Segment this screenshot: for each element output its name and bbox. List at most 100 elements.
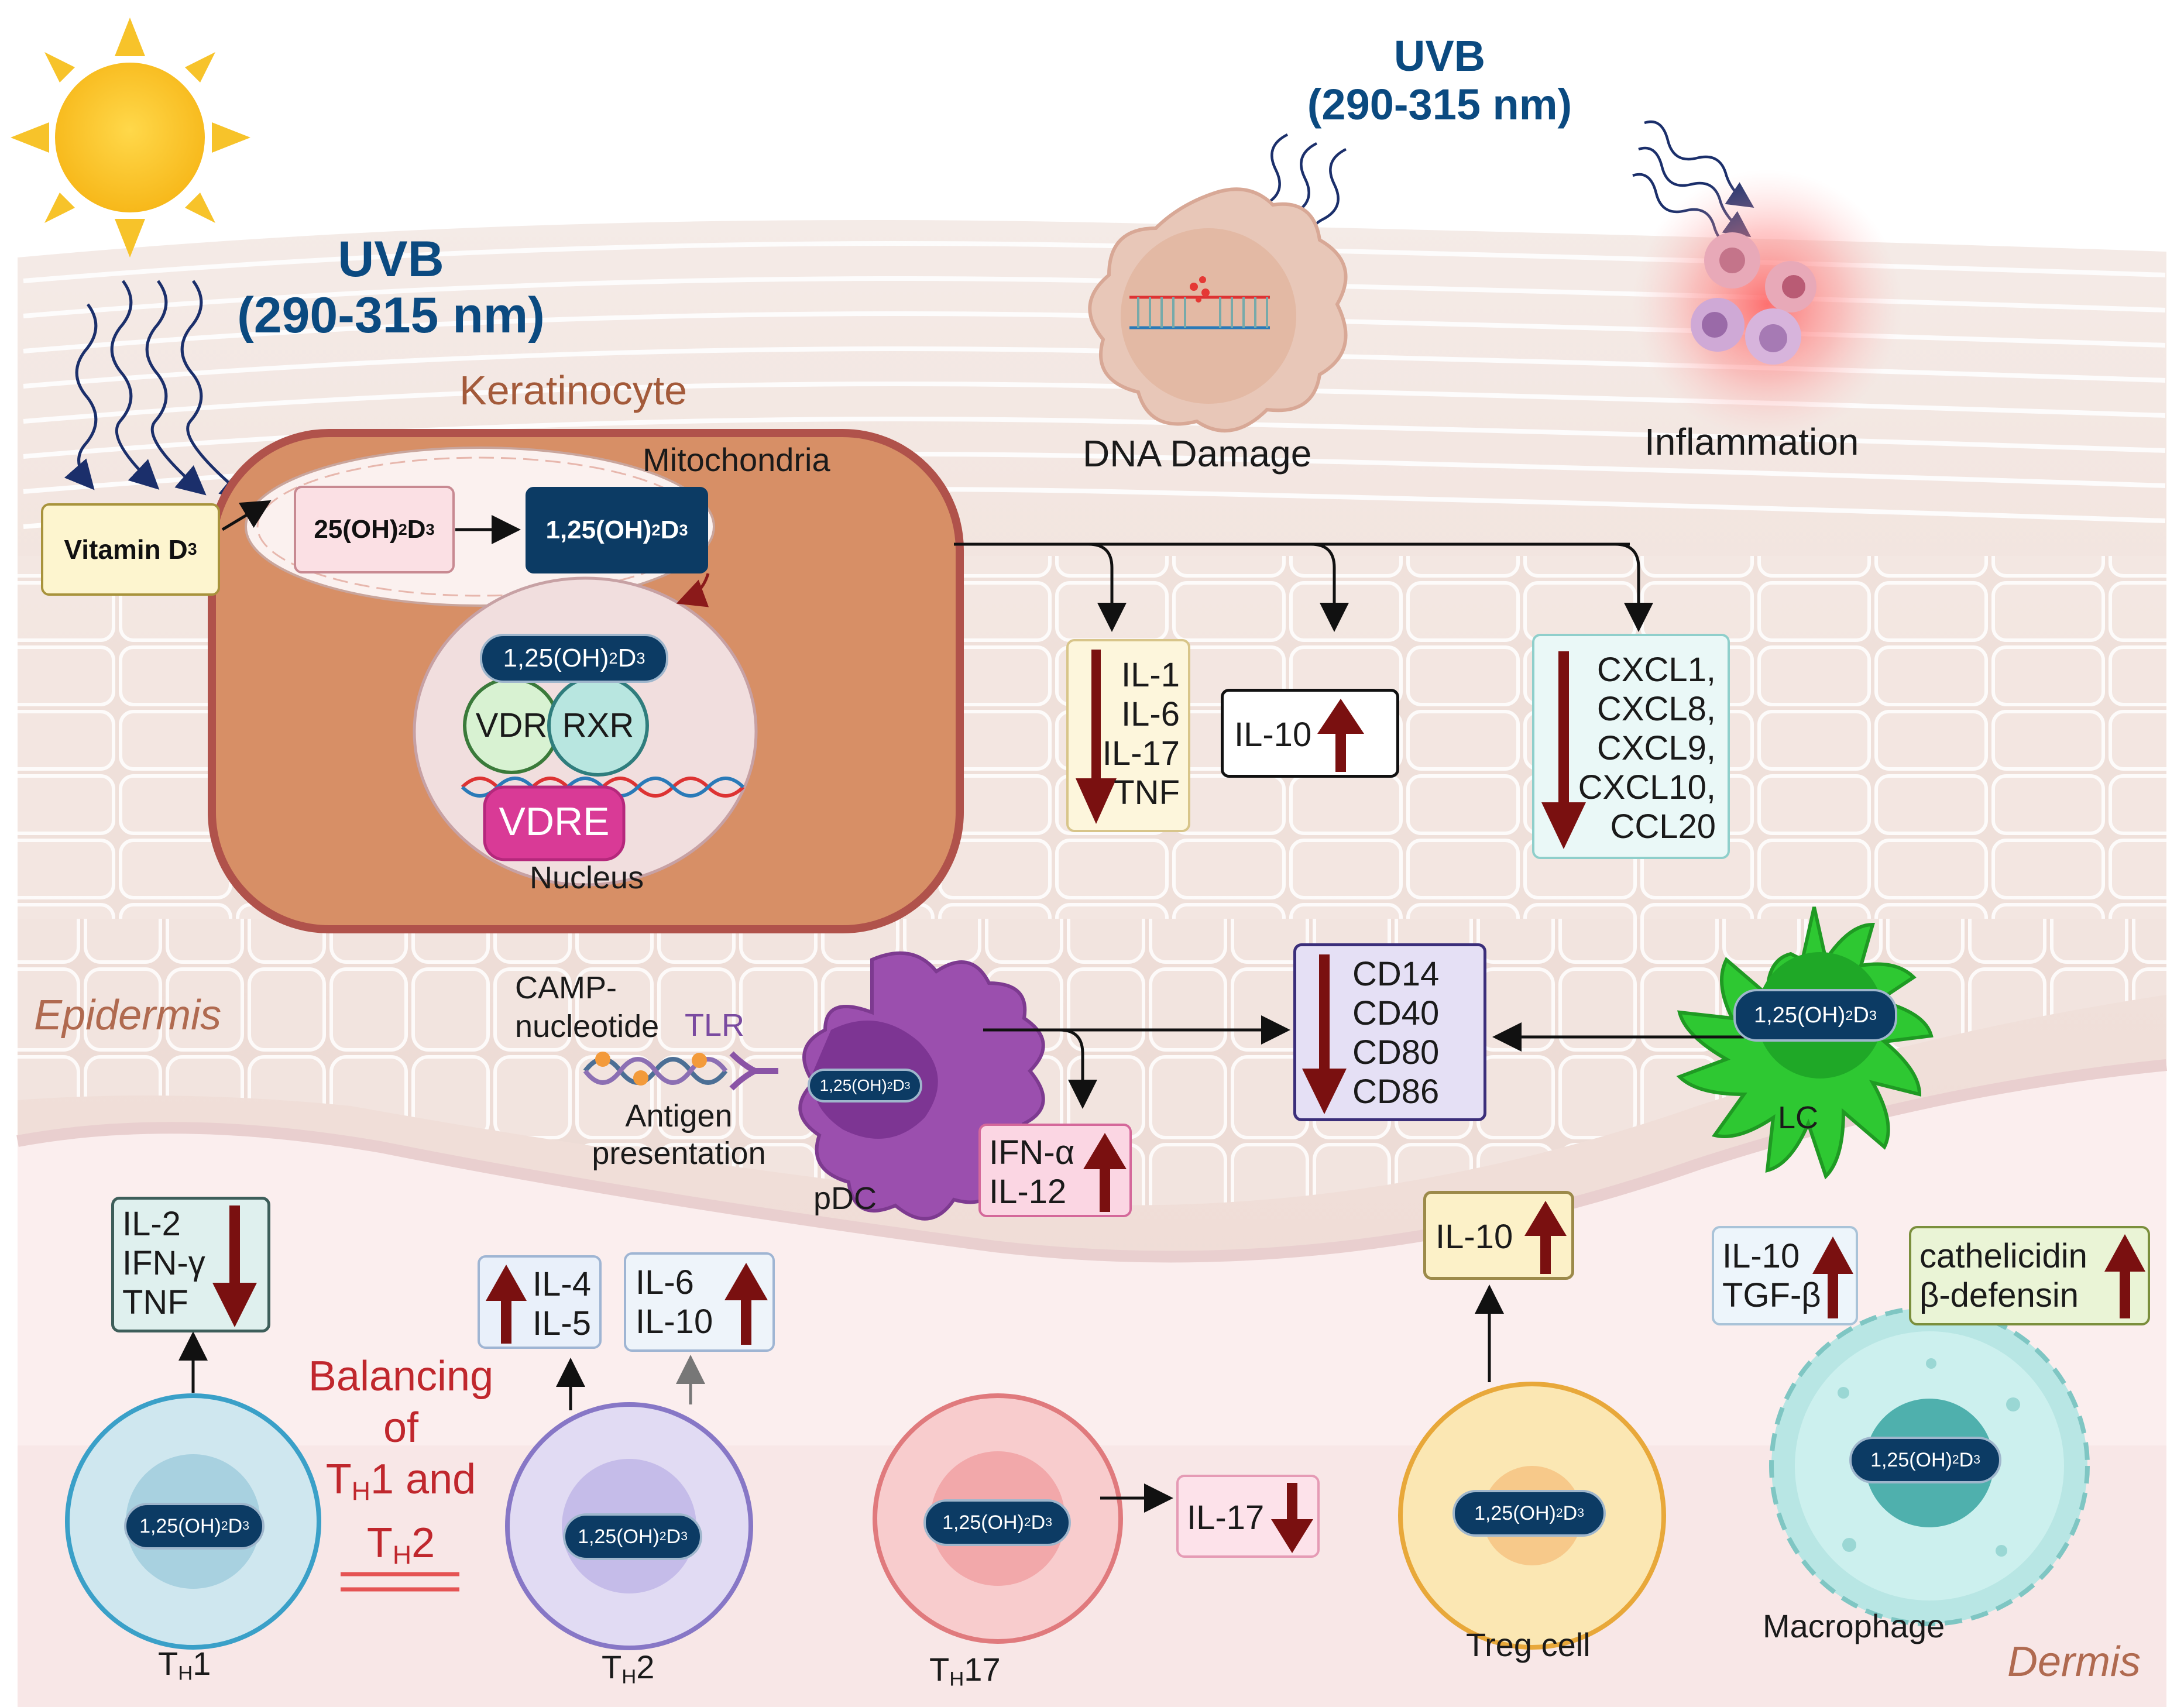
pill-sub1: 2 <box>1555 1506 1563 1520</box>
il10-up-box: IL-10 <box>1221 689 1399 778</box>
down-arrow-icon <box>1271 1483 1313 1553</box>
balancing-label: Balancing of TH1 and TH2 <box>293 1351 509 1581</box>
pill-text2: D <box>617 644 637 672</box>
ifn-gamma-text: IFN-γ <box>122 1244 205 1282</box>
pill-text2: D <box>1563 1502 1578 1524</box>
lc-label: LC <box>1778 1100 1819 1135</box>
tgf-beta-text: TGF-β <box>1722 1276 1821 1314</box>
ifn-up-box: IFN-α IL-12 <box>978 1124 1132 1217</box>
dna-damage-label: DNA Damage <box>1083 432 1312 475</box>
pill-text: 1,25(OH) <box>503 644 609 672</box>
up-arrow-icon <box>1524 1201 1567 1274</box>
nucleus-label: Nucleus <box>530 860 644 895</box>
chemokine-list: CXCL1, CXCL8, CXCL9, CXCL10, CCL20 <box>1578 650 1716 846</box>
balancing-line-1: Balancing <box>308 1353 494 1400</box>
calcitriol-text: 1,25(OH) <box>545 516 652 544</box>
cathelicidin-text: cathelicidin <box>1919 1237 2087 1275</box>
il4-text: IL-4 <box>533 1265 591 1303</box>
pill-sub2: 3 <box>1045 1516 1052 1529</box>
inflammation-cells <box>1633 170 1902 439</box>
balancing-line-4: TH2 <box>293 1517 509 1581</box>
cd40-text: CD40 <box>1352 994 1440 1032</box>
antigen-presentation-label: Antigen presentation <box>579 1097 778 1172</box>
ifn-alpha-text: IFN-α <box>989 1134 1075 1172</box>
cd86-text: CD86 <box>1352 1073 1440 1111</box>
camp-label: CAMP- nucleotide <box>515 968 659 1046</box>
th2-cytokine-list-b: IL-6 IL-10 <box>636 1263 713 1341</box>
balancing-th2: 2 <box>411 1520 435 1567</box>
calcitriol-sub2: 3 <box>679 521 688 539</box>
antigen-text-2: presentation <box>592 1136 766 1171</box>
pill-sub2: 3 <box>1973 1453 1980 1466</box>
up-arrow-icon <box>1083 1133 1127 1212</box>
balancing-h: H <box>351 1477 371 1506</box>
pill-text2: D <box>228 1514 243 1537</box>
balancing-line-3: TH1 and <box>293 1454 509 1517</box>
uvb-title: UVB <box>338 231 444 287</box>
calcifediol-text2: D <box>407 515 426 544</box>
pill-text: 1,25(OH) <box>942 1511 1024 1534</box>
pill-text2: D <box>666 1525 681 1548</box>
vdre-label: VDRE <box>499 799 610 844</box>
mac-cytokine-box-a: IL-10 TGF-β <box>1712 1226 1858 1325</box>
th1-num: 1 <box>193 1645 211 1682</box>
down-arrow-icon <box>1541 651 1586 849</box>
pill-sub1: 2 <box>609 649 618 667</box>
pill-sub1: 2 <box>1845 1007 1853 1023</box>
il17-text: IL-17 <box>1102 734 1180 772</box>
th1-t: T <box>158 1645 178 1682</box>
inflammation-label: Inflammation <box>1644 421 1859 463</box>
th2-il6-text: IL-6 <box>636 1263 694 1301</box>
il2-text: IL-2 <box>122 1205 181 1243</box>
il10-text: IL-10 <box>1234 716 1312 754</box>
th1-tnf-text: TNF <box>122 1283 188 1321</box>
cxcl9-text: CXCL9, <box>1596 729 1716 767</box>
camp-text-2: nucleotide <box>515 1009 660 1044</box>
pill-text2: D <box>1959 1448 1974 1471</box>
th2-num: 2 <box>636 1648 655 1685</box>
pill-text: 1,25(OH) <box>578 1525 660 1548</box>
treg-il10-text: IL-10 <box>1436 1218 1513 1256</box>
pill-text: 1,25(OH) <box>1474 1502 1556 1524</box>
cxcl8-text: CXCL8, <box>1596 690 1716 728</box>
uvb-label-main: UVB (290-315 nm) <box>221 231 561 344</box>
th1-cytokine-box: IL-2 IFN-γ TNF <box>111 1197 270 1332</box>
il1-text: IL-1 <box>1121 656 1180 694</box>
th2-cytokine-list-a: IL-4 IL-5 <box>533 1265 591 1343</box>
ifn-list: IFN-α IL-12 <box>989 1133 1074 1211</box>
up-arrow-icon <box>2104 1234 2145 1318</box>
keratinocyte-label: Keratinocyte <box>459 367 688 413</box>
th2-t: T <box>602 1648 622 1685</box>
il6-text: IL-6 <box>1121 695 1180 733</box>
down-arrow-icon <box>212 1205 257 1327</box>
pdc-label: pDC <box>813 1181 877 1216</box>
balancing-h2: H <box>392 1541 412 1570</box>
tlr-label: TLR <box>685 1008 745 1043</box>
il12-text: IL-12 <box>989 1173 1067 1211</box>
calcitriol-text2: D <box>660 516 679 544</box>
th1-label: TH1 <box>158 1645 211 1685</box>
th1-cytokine-list: IL-2 IFN-γ TNF <box>122 1204 205 1322</box>
pill-text: 1,25(OH) <box>139 1514 221 1537</box>
up-arrow-icon <box>1812 1237 1853 1318</box>
calcifediol-sub2: 3 <box>425 520 435 538</box>
il-down-box: IL-1 IL-6 IL-17 TNF <box>1066 639 1190 832</box>
up-arrow-icon <box>1317 699 1364 772</box>
pill-sub2: 3 <box>681 1530 688 1543</box>
uvb-label-top: UVB (290-315 nm) <box>1287 32 1592 129</box>
il5-text: IL-5 <box>533 1304 591 1342</box>
down-arrow-icon <box>1302 954 1347 1114</box>
pill-sub2: 3 <box>242 1519 249 1533</box>
cd80-text: CD80 <box>1352 1033 1440 1071</box>
th2-h: H <box>621 1665 637 1688</box>
pill-text2: D <box>1031 1511 1046 1534</box>
calcitriol-sub1: 2 <box>651 521 661 539</box>
th2-cytokine-box-b: IL-6 IL-10 <box>624 1252 775 1352</box>
pill-text: 1,25(OH) <box>1754 1002 1846 1028</box>
